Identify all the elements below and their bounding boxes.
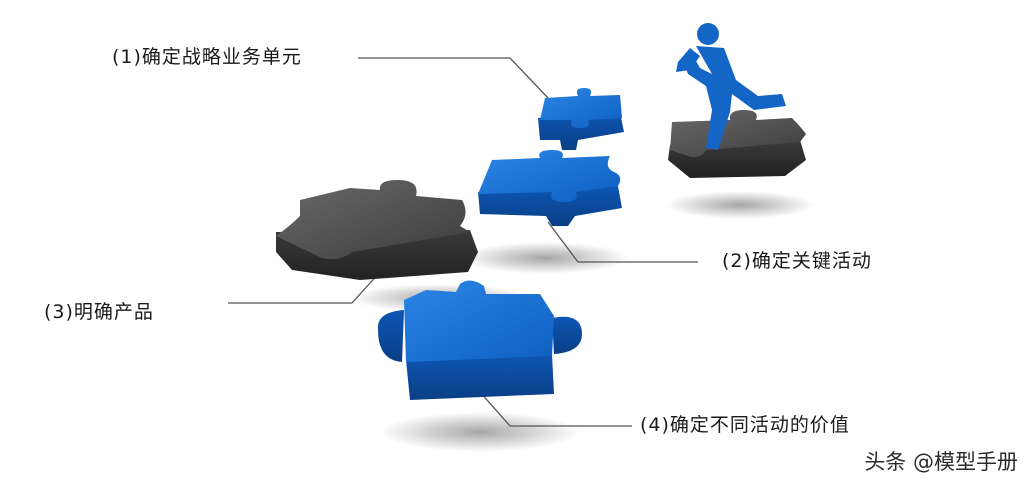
puzzle-piece-blue-mid	[478, 150, 622, 226]
step-1-label: (1)确定战略业务单元	[112, 46, 302, 68]
connector-line-4	[479, 391, 632, 427]
connector-line-1	[358, 57, 551, 101]
running-person-icon	[676, 23, 786, 150]
connector-line-3	[228, 271, 381, 304]
shadow	[665, 191, 815, 219]
step-4-label: (4)确定不同活动的价值	[640, 414, 850, 436]
puzzle-piece-blue-small	[538, 88, 624, 150]
puzzle-piece-blue-large	[377, 280, 582, 400]
puzzle-piece-gray-large	[276, 180, 478, 280]
puzzle-piece-gray-small	[668, 110, 806, 178]
shadow	[460, 242, 630, 274]
connector-line-2	[547, 221, 698, 263]
step-2-label: (2)确定关键活动	[722, 250, 872, 272]
step-3-label: (3)明确产品	[44, 301, 154, 323]
shadow	[380, 412, 580, 452]
watermark: 头条 @模型手册	[864, 450, 1018, 474]
